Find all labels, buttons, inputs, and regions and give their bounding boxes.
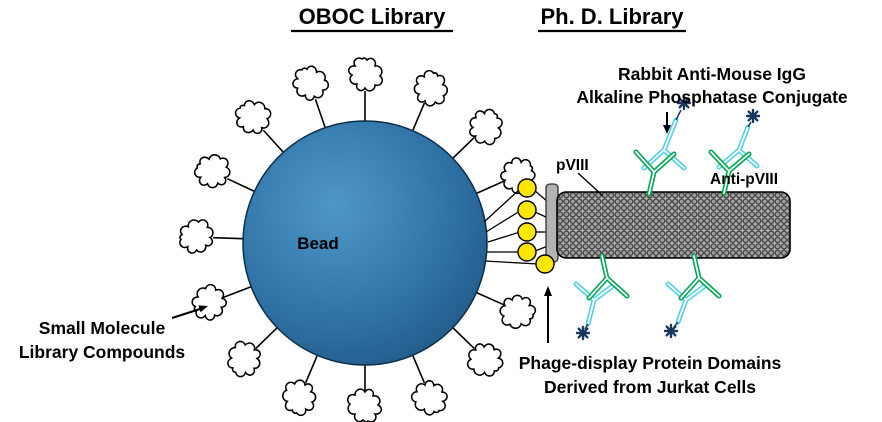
pviii-pointer-line bbox=[577, 172, 604, 197]
alkaline-phosphatase-stars bbox=[575, 95, 761, 341]
pviii-label: pVIII bbox=[556, 157, 589, 174]
star-icon bbox=[663, 323, 679, 339]
title-phd-library: Ph. D. Library bbox=[540, 4, 684, 29]
title-oboc-library: OBOC Library bbox=[299, 4, 446, 29]
compound-molecule bbox=[219, 334, 269, 384]
compound-stalk bbox=[213, 236, 244, 240]
compound-molecule bbox=[276, 374, 322, 420]
phage-display-label-line2: Derived from Jurkat Cells bbox=[544, 377, 756, 397]
phage-display-label-line1: Phage-display Protein Domains bbox=[519, 353, 782, 373]
conjugate-label-line1: Rabbit Anti-Mouse IgG bbox=[618, 64, 806, 84]
compound-stalk bbox=[255, 327, 278, 350]
conjugate-arrowhead bbox=[663, 125, 671, 134]
compound-molecule bbox=[408, 66, 454, 112]
compound-molecule bbox=[346, 388, 383, 422]
yellow-bead bbox=[517, 222, 537, 242]
compound-molecule bbox=[189, 148, 236, 195]
compound-stalk bbox=[304, 354, 319, 384]
conjugate-label-line2: Alkaline Phosphatase Conjugate bbox=[576, 87, 848, 107]
bead-label: Bead bbox=[297, 234, 339, 253]
compound-stalk bbox=[226, 177, 255, 193]
yellow-linker-beads bbox=[517, 178, 555, 274]
small-molecule-arrowhead bbox=[198, 305, 208, 313]
star-icon bbox=[575, 325, 591, 341]
anti-pviii-label: Anti-pVIII bbox=[710, 171, 778, 188]
primary-antibody-icons bbox=[586, 149, 752, 301]
small-molecule-label-line2: Library Compounds bbox=[19, 342, 186, 362]
compound-library-ring bbox=[178, 57, 541, 422]
star-icon bbox=[745, 108, 761, 124]
yellow-bead bbox=[517, 178, 537, 198]
yellow-bead bbox=[517, 200, 537, 220]
compound-molecule bbox=[288, 61, 333, 106]
compound-molecule bbox=[187, 280, 232, 326]
compound-stalk bbox=[476, 180, 505, 195]
star-icon bbox=[676, 95, 692, 111]
compound-stalk bbox=[314, 98, 326, 128]
compound-molecule bbox=[228, 93, 278, 142]
compound-stalk bbox=[262, 129, 284, 153]
phage-display-arrowhead bbox=[544, 286, 552, 296]
small-molecule-label-line1: Small Molecule bbox=[39, 318, 166, 338]
compound-stalk bbox=[411, 102, 426, 132]
compound-stalk bbox=[222, 285, 252, 299]
compound-molecule bbox=[407, 375, 453, 421]
compound-molecule bbox=[494, 288, 540, 335]
compound-stalk bbox=[452, 136, 475, 159]
bead-circle bbox=[242, 120, 488, 366]
compound-stalk bbox=[476, 291, 505, 306]
compound-stalk bbox=[452, 327, 475, 350]
compound-molecule bbox=[178, 218, 215, 255]
compound-molecule bbox=[461, 102, 511, 152]
phage-rod bbox=[556, 191, 791, 259]
yellow-bead bbox=[517, 242, 537, 262]
compound-stalk bbox=[411, 354, 426, 384]
yellow-bead-phage-display bbox=[535, 254, 555, 274]
compound-molecule bbox=[347, 57, 384, 92]
small-molecule-arrow bbox=[171, 308, 201, 319]
